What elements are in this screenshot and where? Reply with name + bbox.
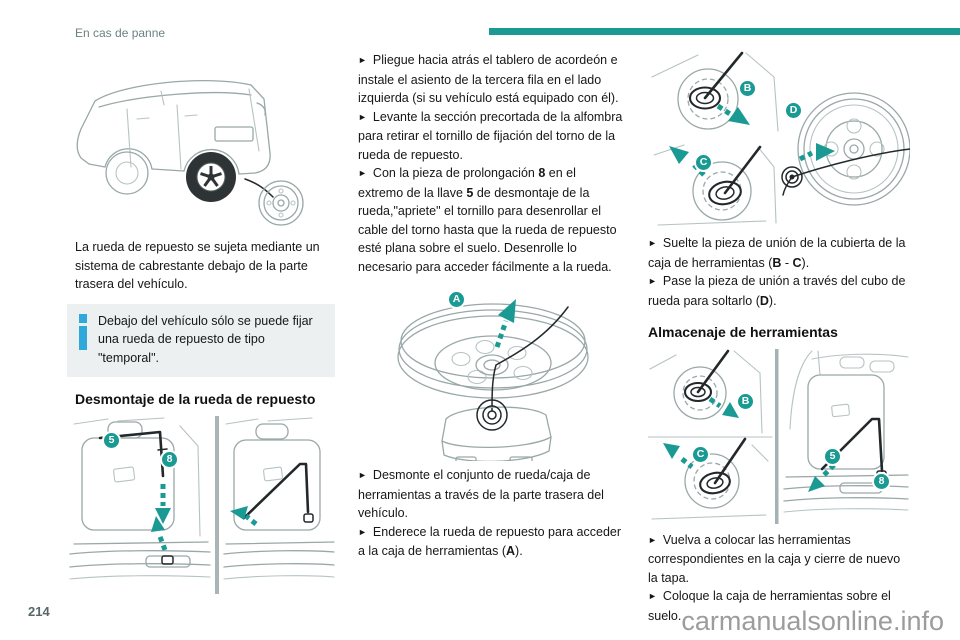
header-accent-bar xyxy=(489,28,960,35)
callout-badge-D: D xyxy=(784,101,803,120)
bullet-arrow-icon: ► xyxy=(648,238,658,248)
instruction-bullet: ►Vuelva a colocar las herramientas corre… xyxy=(648,532,901,585)
section-heading-storage: Almacenaje de herramientas xyxy=(648,324,838,340)
running-header: En cas de panne xyxy=(75,26,166,40)
right-column: B C D ►Suelte la pieza de unión de la cu… xyxy=(647,51,911,626)
info-icon xyxy=(77,313,90,351)
instructions-bottom: ►Desmonte el conjunto de rueda/caja de h… xyxy=(358,466,624,561)
callout-badge-8: 8 xyxy=(872,471,891,491)
intro-paragraph: La rueda de repuesto se sujeta mediante … xyxy=(75,240,320,291)
figure-tool-storage: B C 5 8 xyxy=(647,348,910,524)
instructions-top: ►Pliegue hacia atrás el tablero de acord… xyxy=(358,51,624,276)
tool-storage-two-panel-illustration xyxy=(647,348,909,524)
info-note-box: Debajo del vehículo sólo se puede fijar … xyxy=(67,303,335,377)
spare-wheel-toolbox-illustration xyxy=(397,299,589,465)
callout-badge-C: C xyxy=(691,444,710,464)
figure-wheel-and-toolbox: A xyxy=(360,283,622,465)
instructions-bottom: ►Vuelva a colocar las herramientas corre… xyxy=(648,531,910,626)
middle-column: ►Pliegue hacia atrás el tablero de acord… xyxy=(358,51,624,561)
instruction-bullet: ►Enderece la rueda de repuesto para acce… xyxy=(358,524,622,559)
bullet-arrow-icon: ► xyxy=(358,111,368,122)
callout-badge-C: C xyxy=(694,153,713,172)
watermark-text: carmanualsonline.info xyxy=(681,606,944,636)
instructions-top: ►Suelte la pieza de unión de la cubierta… xyxy=(648,234,910,310)
instruction-bullet: ►Con la pieza de prolongación 8 en el ex… xyxy=(358,166,617,274)
bullet-arrow-icon: ► xyxy=(358,526,368,537)
car-rear-illustration xyxy=(76,79,304,226)
bullet-arrow-icon: ► xyxy=(358,55,368,65)
instruction-bullet: ►Desmonte el conjunto de rueda/caja de h… xyxy=(358,468,604,520)
info-note-text: Debajo del vehículo sólo se puede fijar … xyxy=(98,313,313,365)
hub-cover-release-illustration xyxy=(651,51,911,226)
left-column: La rueda de repuesto se sujeta mediante … xyxy=(67,55,335,596)
figure-trunk-tool-use: 5 8 xyxy=(68,415,335,596)
callout-badge-8: 8 xyxy=(160,449,179,469)
callout-badge-B: B xyxy=(738,79,757,98)
bullet-arrow-icon: ► xyxy=(648,591,658,601)
callout-badge-B: B xyxy=(736,391,755,411)
instruction-bullet: ►Suelte la pieza de unión de la cubierta… xyxy=(648,236,906,270)
callout-badge-A: A xyxy=(447,290,466,309)
callout-badge-5: 5 xyxy=(823,446,842,466)
bullet-arrow-icon: ► xyxy=(358,168,368,178)
bullet-arrow-icon: ► xyxy=(358,470,368,480)
bullet-arrow-icon: ► xyxy=(648,276,658,286)
page-number: 214 xyxy=(28,604,50,619)
section-heading-removal: Desmontaje de la rueda de repuesto xyxy=(75,391,316,407)
callout-badge-5: 5 xyxy=(102,430,121,450)
figure-spare-wheel-under-vehicle xyxy=(65,61,330,231)
instruction-bullet: ►Coloque la caja de herramientas sobre e… xyxy=(648,589,891,623)
figure-cover-release: B C D xyxy=(648,51,911,229)
instruction-bullet: ►Pliegue hacia atrás el tablero de acord… xyxy=(358,53,619,105)
instruction-bullet: ►Pase la pieza de unión a través del cub… xyxy=(648,274,906,308)
instruction-bullet: ►Levante la sección precortada de la alf… xyxy=(358,109,623,162)
bullet-arrow-icon: ► xyxy=(648,534,658,545)
